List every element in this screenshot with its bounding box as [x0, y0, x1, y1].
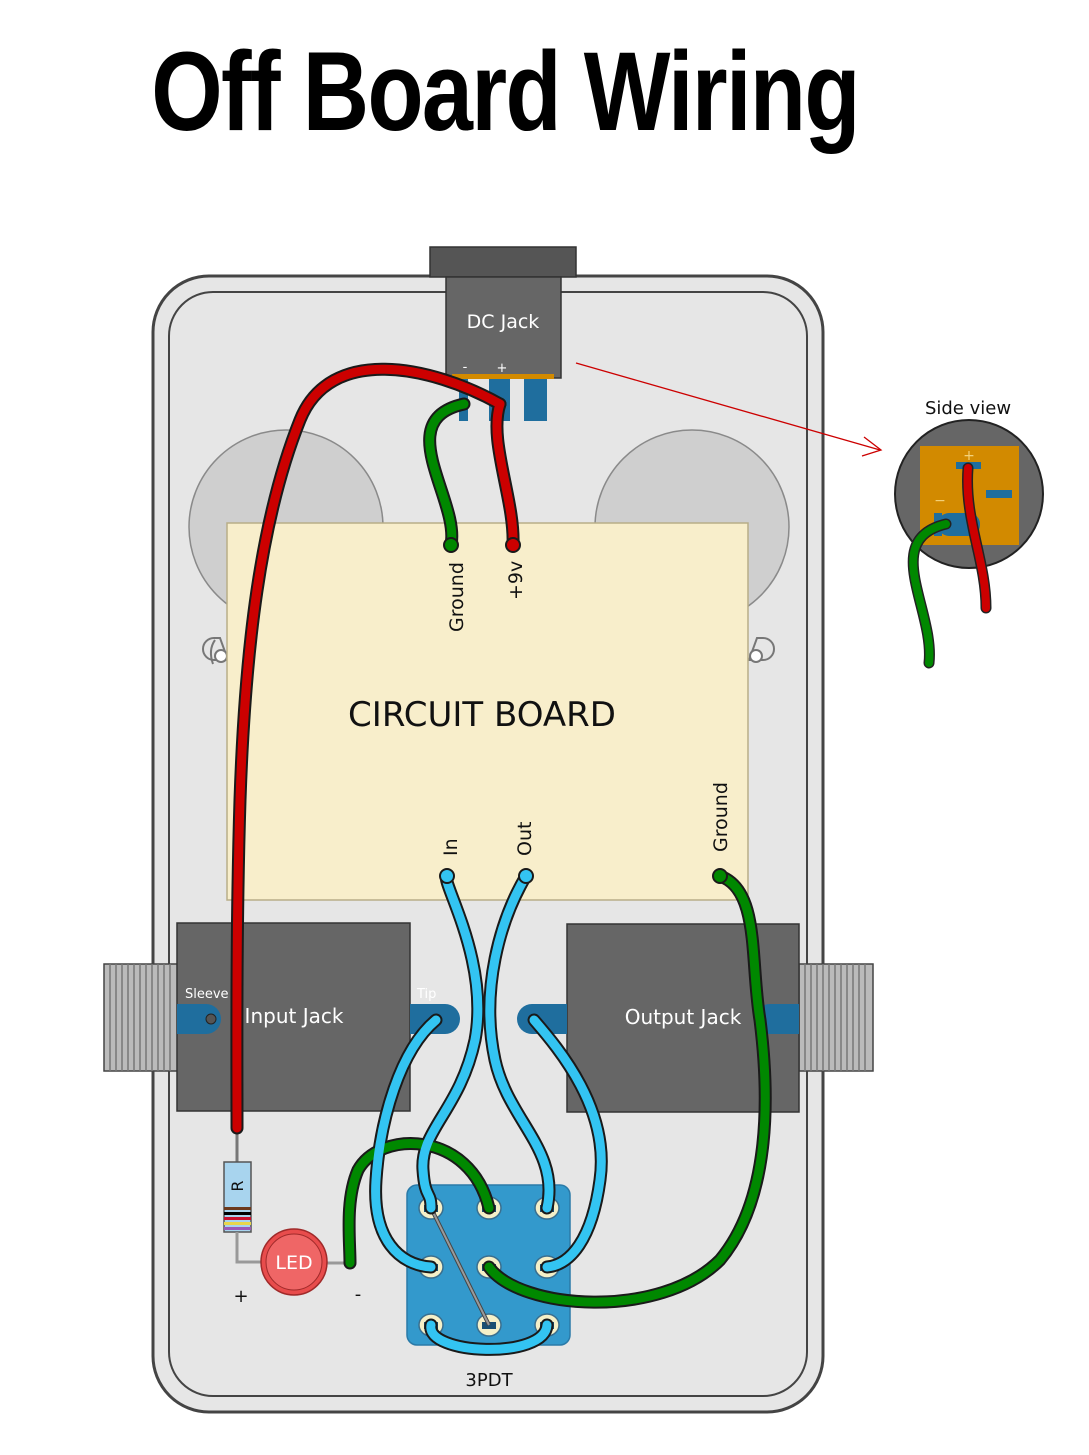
sleeve-label: Sleeve	[185, 987, 229, 1002]
tip-label: Tip	[416, 987, 436, 1002]
dc-minus-label: -	[463, 360, 468, 375]
led-ground-wire	[344, 1139, 494, 1268]
input-jack-label: Input Jack	[245, 1004, 344, 1028]
dc-ground-wire	[425, 399, 469, 550]
board-out-wire	[485, 871, 554, 1213]
dc-plus-label: +	[497, 361, 508, 376]
output-tip-wire	[529, 1015, 606, 1272]
side-view-green-wire	[909, 520, 950, 667]
board-in-wire	[418, 871, 483, 1213]
diagram-title: Off Board Wiring	[151, 29, 860, 154]
output-jack-threads	[798, 963, 874, 1072]
board-out-label: Out	[514, 822, 536, 856]
led-label: LED	[275, 1252, 312, 1274]
resistor	[223, 1128, 263, 1264]
power-wire-to-resistor	[232, 364, 505, 1133]
power-wire-to-board	[492, 399, 518, 550]
side-view-label: Side view	[925, 398, 1011, 419]
board-ground-bottom-label: Ground	[710, 782, 732, 852]
side-view-arrow	[575, 362, 881, 451]
board-ground-top-label: Ground	[446, 562, 468, 632]
board-9v-label: +9v	[505, 561, 527, 600]
circuit-board-label: CIRCUIT BOARD	[348, 695, 616, 735]
led-minus-label: -	[355, 1284, 362, 1305]
side-minus-label: −	[934, 493, 946, 509]
led	[260, 1228, 350, 1296]
switch-label: 3PDT	[465, 1370, 513, 1391]
side-view-red-wire	[963, 464, 990, 612]
dc-jack-label: DC Jack	[467, 311, 540, 333]
input-jack-sleeve-lug	[177, 1004, 221, 1034]
output-jack-label: Output Jack	[625, 1005, 742, 1029]
resistor-label: R	[228, 1180, 247, 1191]
side-plus-label: +	[963, 448, 975, 464]
board-in-label: In	[440, 838, 462, 856]
input-tip-wire	[371, 1015, 441, 1272]
led-plus-label: +	[233, 1286, 248, 1307]
output-jack-tip-lug	[517, 1004, 567, 1034]
board-ground-wire	[484, 871, 770, 1307]
input-jack-threads	[103, 963, 179, 1072]
board-pads	[439, 537, 728, 884]
switch-bypass-wire	[426, 1320, 552, 1354]
circuit-board	[226, 522, 749, 901]
